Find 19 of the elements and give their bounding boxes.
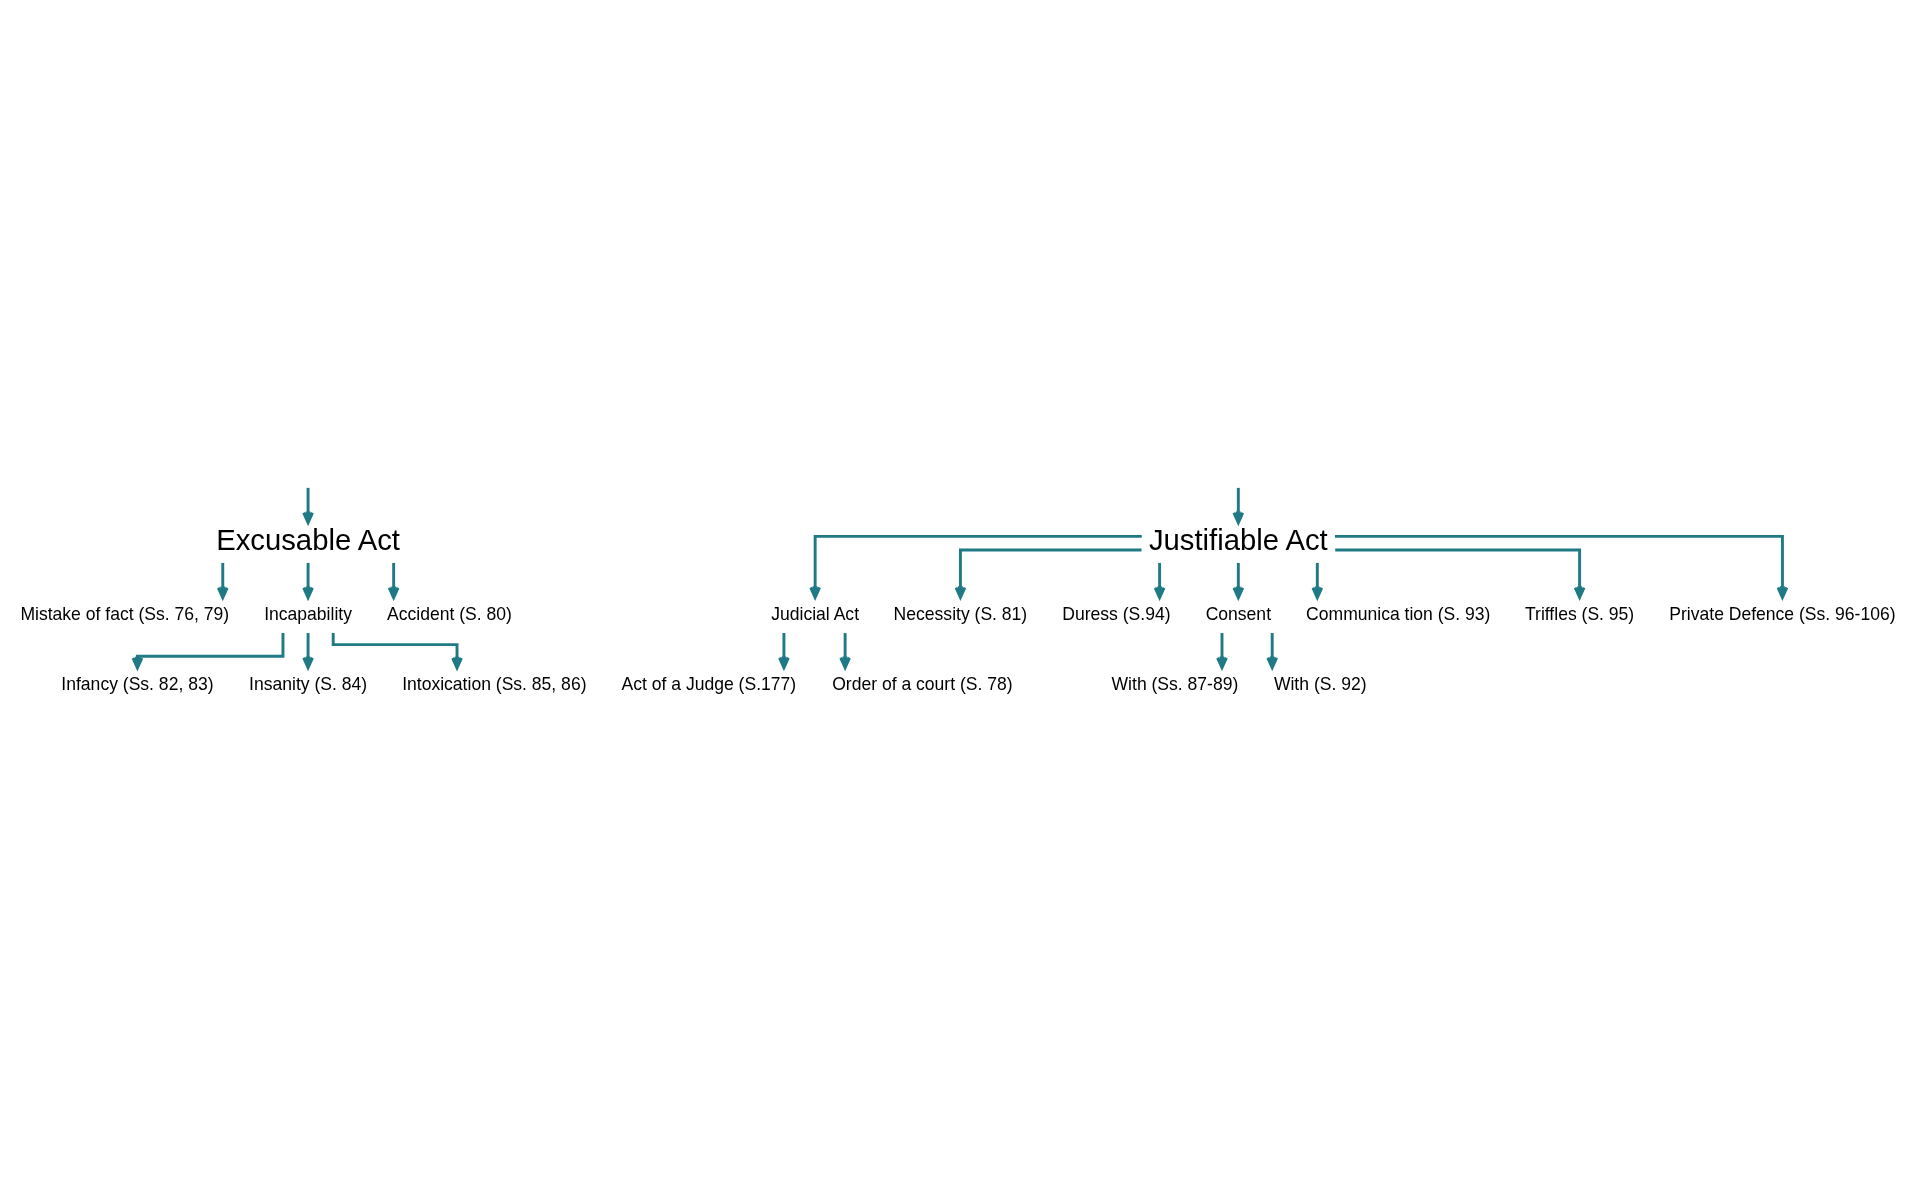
node-text: Infancy (Ss. 82, 83) [61, 673, 214, 694]
node-text: Excusable Act [216, 523, 400, 556]
node-text: With (S. 92) [1273, 673, 1367, 694]
node-text: Insanity (S. 84) [249, 673, 368, 694]
node-text: Consent [1205, 603, 1272, 624]
node-text: Accident (S. 80) [387, 603, 512, 624]
node-text: Private Defence (Ss. 96-106) [1669, 603, 1896, 624]
node-text: Order of a court (S. 78) [832, 673, 1013, 694]
node-text: Incapability [264, 603, 352, 624]
node-text: Act of a Judge (S.177) [621, 673, 797, 694]
node-text: Judicial Act [771, 603, 860, 624]
node-text: Intoxication (Ss. 85, 86) [402, 673, 587, 694]
node-text: Communica tion (S. 93) [1306, 603, 1491, 624]
node-text: Duress (S.94) [1062, 603, 1171, 624]
node-text: Justifiable Act [1148, 523, 1328, 556]
node-text: With (Ss. 87-89) [1111, 673, 1239, 694]
node-text: Triffles (S. 95) [1525, 603, 1635, 624]
node-text: Necessity (S. 81) [893, 603, 1028, 624]
node-text: Mistake of fact (Ss. 76, 79) [20, 603, 230, 624]
